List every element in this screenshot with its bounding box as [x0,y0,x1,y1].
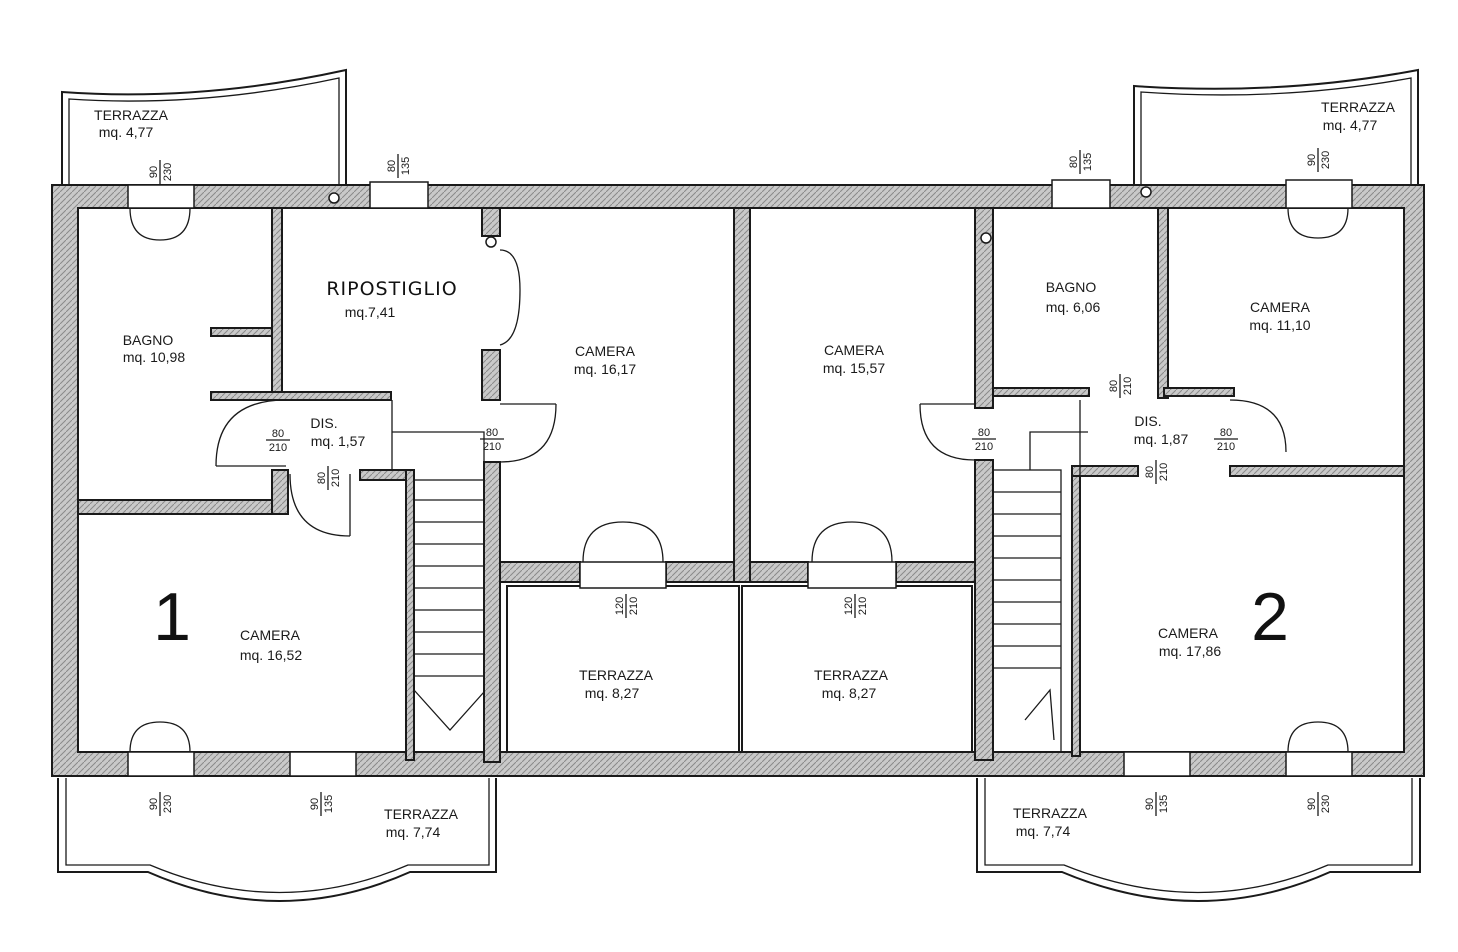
svg-text:90: 90 [1306,154,1318,166]
room-area-terrazza-cl: mq. 8,27 [585,685,640,701]
dimension-label: 120 210 [843,594,869,618]
svg-text:80: 80 [1108,380,1120,392]
unit-number-2: 2 [1251,579,1289,655]
svg-text:230: 230 [162,795,174,813]
room-area-camera-br: mq. 17,86 [1159,643,1221,659]
room-name-terrazza-tr: TERRAZZA [1321,99,1396,115]
dimension-label: 120 210 [614,594,640,618]
room-name-dis-l: DIS. [310,415,337,431]
svg-text:210: 210 [975,441,993,453]
flue-circle [485,236,497,248]
dimension-label: 80 210 [972,427,996,453]
room-area-dis-l: mq. 1,57 [311,433,366,449]
room-name-terrazza-bl: TERRAZZA [384,806,459,822]
room-area-bagno-l: mq. 10,98 [123,349,185,365]
svg-text:120: 120 [614,597,626,615]
svg-text:80: 80 [486,427,498,439]
flue-circle [1140,186,1152,198]
svg-text:80: 80 [1144,466,1156,478]
room-name-ripostiglio: RIPOSTIGLIO [326,278,457,300]
dimension-label: 90 230 [148,160,174,184]
room-area-terrazza-bl: mq. 7,74 [386,824,441,840]
svg-text:210: 210 [330,469,342,487]
svg-text:80: 80 [272,428,284,440]
svg-text:120: 120 [843,597,855,615]
svg-text:230: 230 [162,163,174,181]
svg-text:80: 80 [386,160,398,172]
dimension-label: 80 210 [316,466,342,490]
svg-text:210: 210 [269,442,287,454]
room-name-terrazza-cl: TERRAZZA [579,667,654,683]
dimension-label: 90 135 [1144,792,1170,816]
room-area-terrazza-br: mq. 7,74 [1016,823,1071,839]
room-area-camera-c2: mq. 15,57 [823,360,885,376]
dimension-label: 80 135 [386,154,412,178]
svg-text:80: 80 [1220,427,1232,439]
room-area-dis-r: mq. 1,87 [1134,431,1189,447]
svg-text:135: 135 [1158,795,1170,813]
svg-text:90: 90 [1306,798,1318,810]
svg-text:210: 210 [1217,441,1235,453]
svg-text:80: 80 [978,427,990,439]
dimension-label: 90 230 [1306,148,1332,172]
dimension-label: 80 210 [1144,460,1170,484]
room-name-camera-c1: CAMERA [575,343,636,359]
dimension-label: 80 210 [1108,374,1134,398]
room-area-bagno-r: mq. 6,06 [1046,299,1101,315]
room-name-dis-r: DIS. [1134,413,1161,429]
room-name-camera-c2: CAMERA [824,342,885,358]
room-name-camera-bl: CAMERA [240,627,301,643]
walls [51,184,1425,777]
staircase-left [391,400,485,753]
dimension-label: 90 230 [148,792,174,816]
svg-text:210: 210 [1158,463,1170,481]
svg-text:210: 210 [628,597,640,615]
room-name-bagno-l: BAGNO [123,332,174,348]
terrace-top-right-outline [1133,68,1419,185]
svg-text:210: 210 [857,597,869,615]
dimension-label: 80 210 [1214,427,1238,453]
room-area-ripostiglio: mq.7,41 [345,304,396,320]
terrace-bottom-left-outline [57,778,497,902]
svg-text:210: 210 [1122,377,1134,395]
svg-text:90: 90 [1144,798,1156,810]
dimension-label: 80 210 [266,428,290,454]
flue-circle [328,192,340,204]
windows [127,179,1353,777]
room-name-bagno-r: BAGNO [1046,279,1097,295]
svg-text:135: 135 [1082,153,1094,171]
room-name-camera-br: CAMERA [1158,625,1219,641]
dimension-label: 90 135 [309,792,335,816]
room-area-camera-tr: mq. 11,10 [1249,317,1310,333]
svg-text:135: 135 [323,795,335,813]
dimension-label: 80 210 [480,427,504,453]
svg-text:135: 135 [400,157,412,175]
svg-text:230: 230 [1320,151,1332,169]
room-area-terrazza-cr: mq. 8,27 [822,685,877,701]
room-name-terrazza-br: TERRAZZA [1013,805,1088,821]
dimension-label: 80 135 [1068,150,1094,174]
room-name-terrazza-cr: TERRAZZA [814,667,889,683]
svg-text:90: 90 [309,798,321,810]
door-swings [129,207,1349,753]
svg-text:210: 210 [483,441,501,453]
room-area-terrazza-tl: mq. 4,77 [99,124,154,140]
svg-text:90: 90 [148,166,160,178]
svg-text:80: 80 [316,472,328,484]
room-name-camera-tr: CAMERA [1250,299,1311,315]
room-area-camera-bl: mq. 16,52 [240,647,302,663]
svg-text:80: 80 [1068,156,1080,168]
room-area-camera-c1: mq. 16,17 [574,361,636,377]
flue-circle [980,232,992,244]
staircase-right [992,400,1088,753]
svg-text:90: 90 [148,798,160,810]
dimension-label: 90 230 [1306,792,1332,816]
terrace-top-left-outline [61,68,347,185]
svg-text:230: 230 [1320,795,1332,813]
unit-number-1: 1 [153,579,191,655]
terrace-bottom-right-outline [976,778,1421,902]
room-area-terrazza-tr: mq. 4,77 [1323,117,1378,133]
room-name-terrazza-tl: TERRAZZA [94,107,169,123]
